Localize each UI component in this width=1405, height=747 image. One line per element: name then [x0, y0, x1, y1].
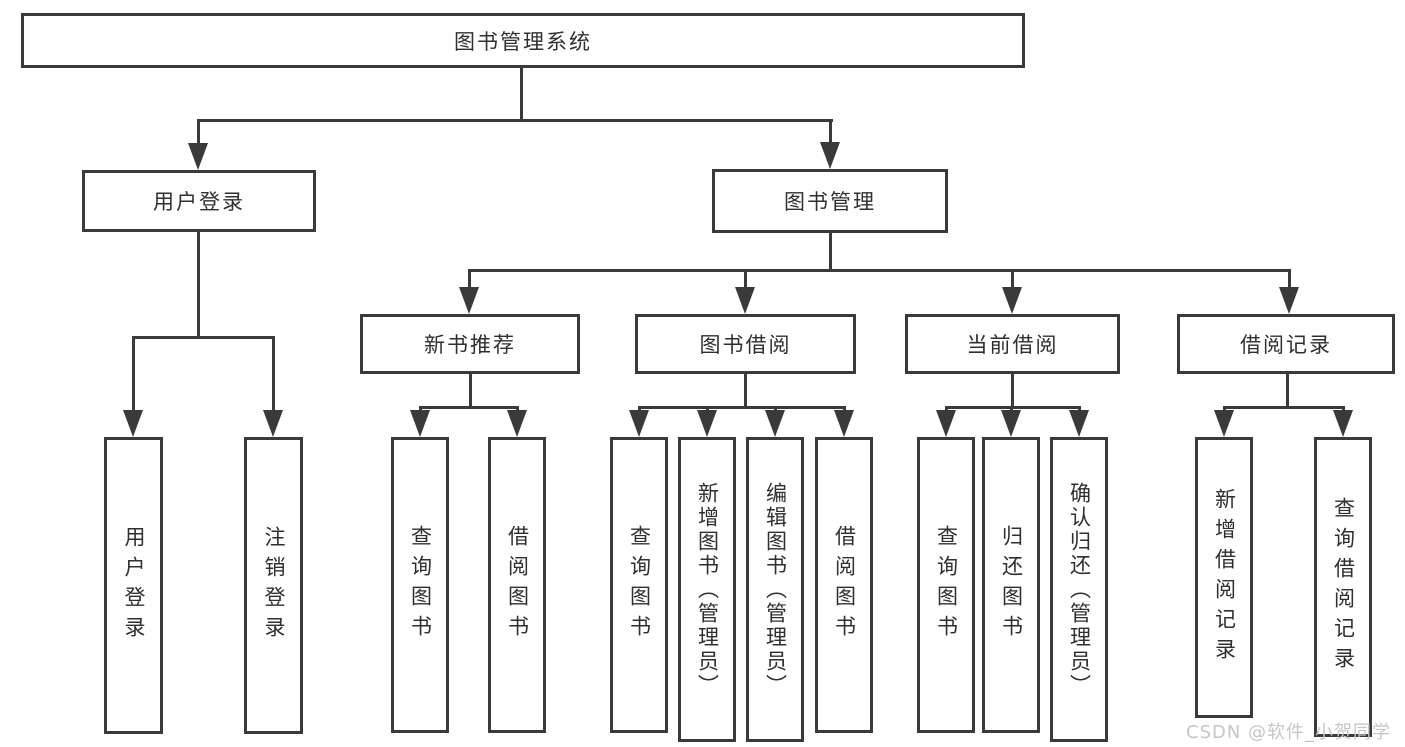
leaf-query-books-borrow-label: 查询图书 [627, 525, 652, 645]
connector-root-drop-left [197, 119, 200, 146]
leaf-confirm-return-admin: 确认归还（管理员） [1050, 437, 1108, 742]
leaf-borrow-books-newbook-label: 借阅图书 [505, 525, 530, 645]
leaf-query-borrow-record: 查询借阅记录 [1314, 437, 1372, 737]
leaf-borrow-books-borrow: 借阅图书 [815, 437, 873, 733]
connector-newbook-bar [419, 406, 519, 409]
node-new-book-rec: 新书推荐 [360, 314, 580, 374]
arrow-down-icon [410, 410, 430, 437]
leaf-borrow-books-borrow-label: 借阅图书 [832, 525, 857, 645]
arrow-down-icon [188, 143, 208, 170]
node-user-login: 用户登录 [82, 170, 316, 232]
leaf-user-login: 用户登录 [104, 437, 163, 734]
node-book-management: 图书管理 [712, 169, 948, 233]
connector-bookmgmt-drop-3 [1011, 269, 1014, 291]
connector-bookmgmt-drop-1 [468, 269, 471, 291]
arrow-down-icon [1279, 287, 1299, 314]
connector-root-drop-right [829, 119, 832, 146]
arrow-down-icon [1214, 410, 1234, 437]
node-borrow-records-label: 借阅记录 [1240, 333, 1332, 357]
leaf-return-books: 归还图书 [982, 437, 1040, 733]
node-root-system: 图书管理系统 [21, 13, 1025, 68]
arrow-down-icon [123, 410, 143, 437]
connector-bookmgmt-stem [829, 233, 832, 271]
arrow-down-icon [629, 410, 649, 437]
leaf-confirm-return-admin-label: 确认归还（管理员） [1067, 481, 1092, 698]
node-book-borrow: 图书借阅 [635, 314, 856, 374]
leaf-query-books-borrow: 查询图书 [610, 437, 668, 733]
node-current-borrow-label: 当前借阅 [966, 333, 1059, 357]
leaf-query-books-newbook: 查询图书 [391, 437, 449, 733]
arrow-down-icon [735, 287, 755, 314]
leaf-query-books-current: 查询图书 [917, 437, 975, 733]
leaf-query-borrow-record-label: 查询借阅记录 [1331, 497, 1356, 677]
leaf-add-borrow-record: 新增借阅记录 [1195, 437, 1253, 718]
leaf-query-books-newbook-label: 查询图书 [408, 525, 433, 645]
leaf-query-books-current-label: 查询图书 [934, 525, 959, 645]
arrow-down-icon [820, 142, 840, 169]
node-borrow-records: 借阅记录 [1177, 314, 1395, 374]
arrow-down-icon [1333, 410, 1353, 437]
leaf-edit-books-admin-label: 编辑图书（管理员） [763, 481, 788, 698]
leaf-user-login-label: 用户登录 [122, 525, 146, 646]
connector-userlogin-drop-1 [132, 336, 135, 414]
node-current-borrow: 当前借阅 [905, 314, 1120, 374]
connector-bookmgmt-drop-2 [744, 269, 747, 291]
leaf-borrow-books-newbook: 借阅图书 [488, 437, 546, 733]
connector-userlogin-stem [197, 232, 200, 339]
node-user-login-label: 用户登录 [153, 190, 245, 214]
watermark: CSDN @软件_小贺同学 [1186, 722, 1392, 743]
leaf-add-books-admin: 新增图书（管理员） [678, 437, 736, 742]
arrow-down-icon [936, 410, 956, 437]
arrow-down-icon [459, 287, 479, 314]
arrow-down-icon [834, 410, 854, 437]
arrow-down-icon [1001, 410, 1021, 437]
connector-current-bar [945, 406, 1081, 409]
connector-bookmgmt-drop-4 [1288, 269, 1291, 291]
leaf-logout-label: 注销登录 [262, 525, 286, 646]
connector-borrow-stem [744, 374, 747, 409]
leaf-edit-books-admin: 编辑图书（管理员） [746, 437, 804, 742]
arrow-down-icon [765, 410, 785, 437]
connector-userlogin-bar [132, 336, 275, 339]
arrow-down-icon [697, 410, 717, 437]
node-root-label: 图书管理系统 [454, 29, 592, 54]
connector-userlogin-drop-2 [272, 336, 275, 414]
connector-records-stem [1286, 374, 1289, 409]
leaf-logout: 注销登录 [244, 437, 303, 734]
node-book-borrow-label: 图书借阅 [699, 333, 792, 357]
leaf-add-borrow-record-label: 新增借阅记录 [1212, 487, 1237, 668]
arrow-down-icon [1069, 410, 1089, 437]
connector-root-bar [197, 119, 833, 122]
arrow-down-icon [1002, 287, 1022, 314]
node-new-book-rec-label: 新书推荐 [424, 333, 516, 357]
connector-newbook-stem [469, 374, 472, 409]
connector-bookmgmt-bar [468, 269, 1290, 272]
arrow-down-icon [507, 410, 527, 437]
connector-current-stem [1011, 374, 1014, 409]
connector-borrow-bar [638, 406, 846, 409]
connector-root-stem [520, 68, 523, 121]
leaf-return-books-label: 归还图书 [999, 525, 1024, 645]
leaf-add-books-admin-label: 新增图书（管理员） [695, 481, 720, 698]
arrow-down-icon [263, 410, 283, 437]
node-book-management-label: 图书管理 [784, 190, 876, 214]
connector-records-bar [1223, 406, 1345, 409]
